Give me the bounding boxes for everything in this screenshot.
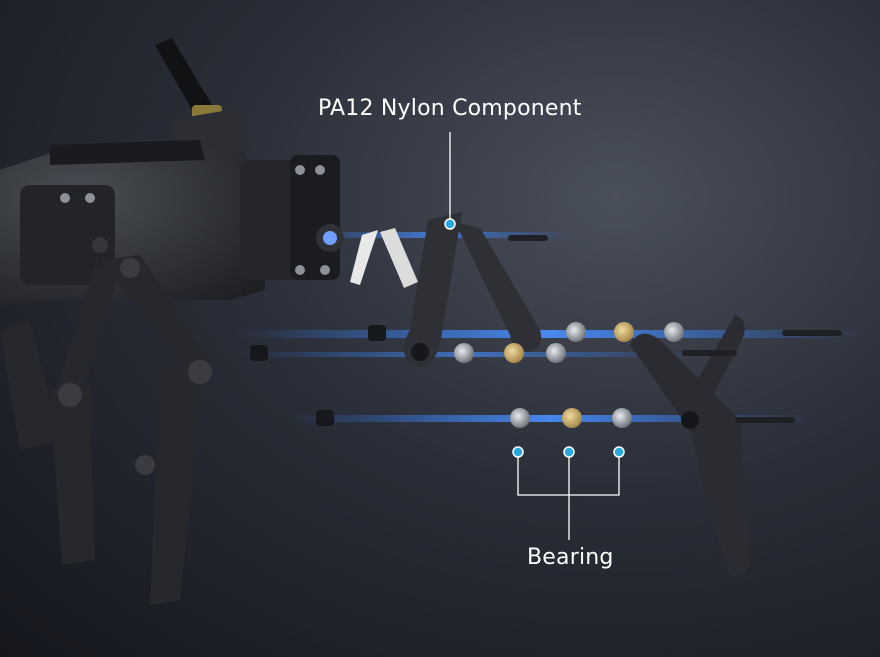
callout-bearing <box>512 446 625 540</box>
lower-leg-part <box>630 315 750 576</box>
robot-body <box>0 38 344 305</box>
callout-nylon <box>444 132 456 230</box>
callout-dot-icon <box>512 446 524 458</box>
callout-dot-icon <box>563 446 575 458</box>
callout-dot-icon <box>444 218 456 230</box>
robot-legs <box>0 255 212 605</box>
white-servo-horn <box>350 228 418 288</box>
nylon-link <box>404 212 542 368</box>
nylon-component-label: PA12 Nylon Component <box>318 96 582 121</box>
spacers <box>250 325 386 426</box>
bearings <box>454 322 684 428</box>
bearing-label: Bearing <box>527 545 614 570</box>
callout-dot-icon <box>613 446 625 458</box>
screws <box>508 235 842 423</box>
